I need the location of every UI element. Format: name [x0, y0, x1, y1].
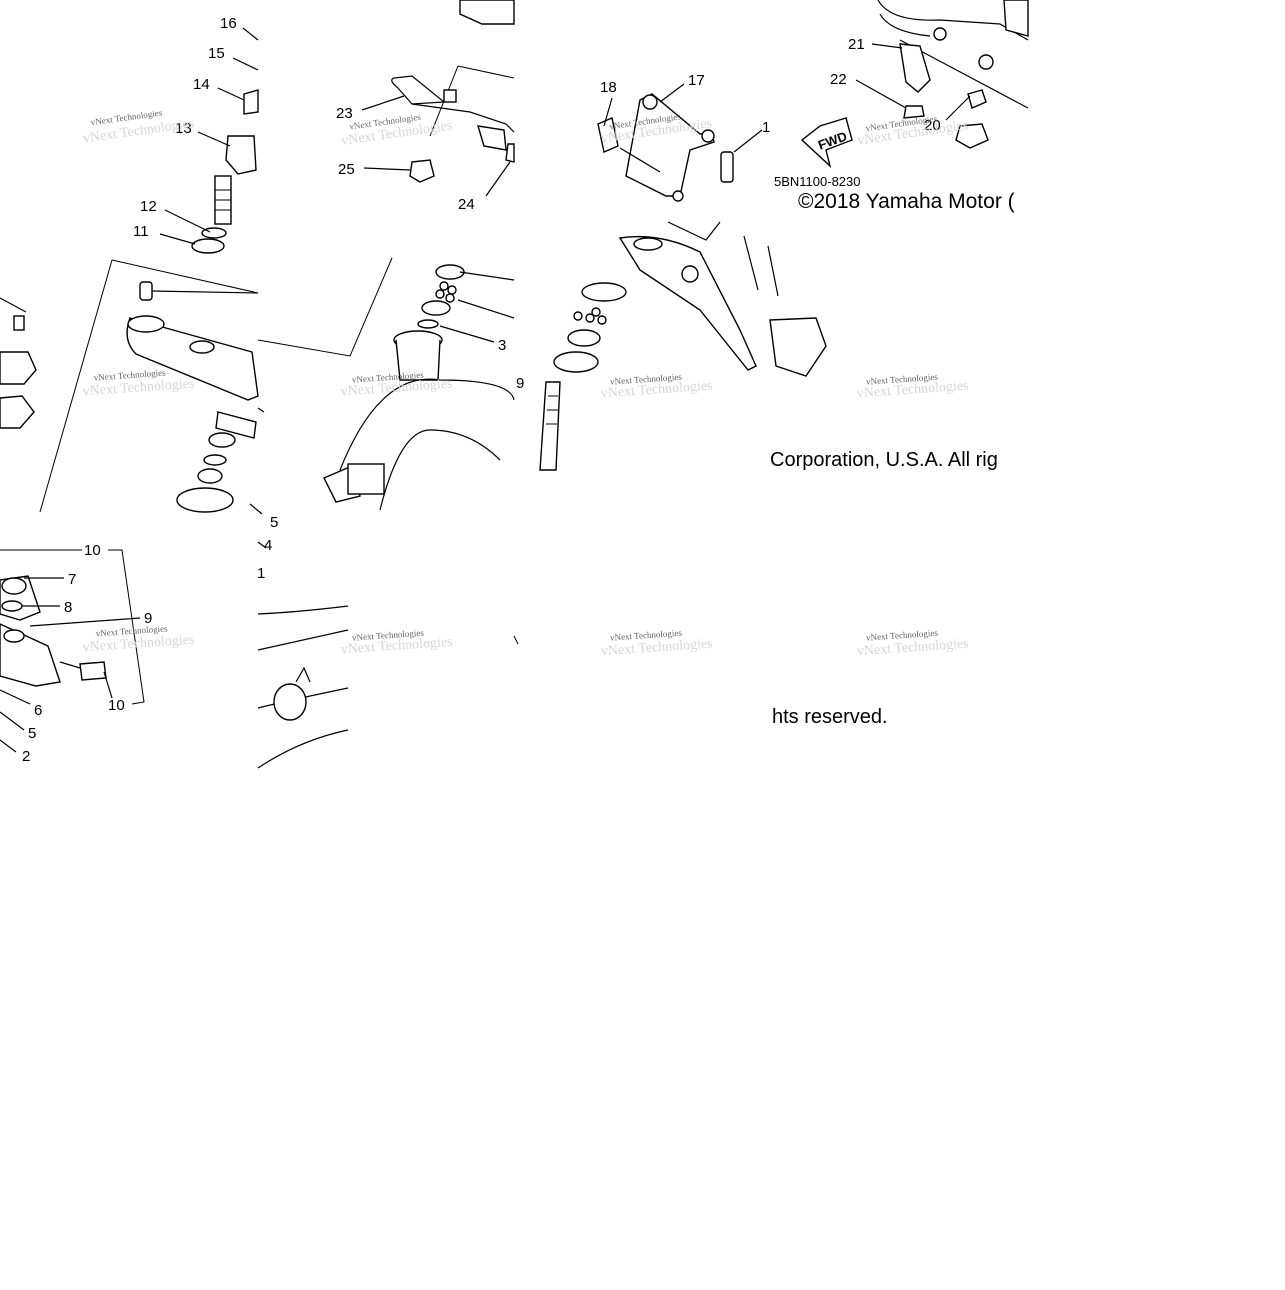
tile-bracket-lower-stem: 18 17 1	[539, 72, 770, 471]
washer	[191, 238, 225, 254]
callout-12: 12	[140, 198, 157, 215]
bolt	[79, 661, 107, 681]
copyright-line-1: ©2018 Yamaha Motor (	[798, 190, 1015, 213]
callout-13: 13	[175, 120, 192, 137]
callout-11: 11	[133, 223, 149, 240]
steering-stem	[539, 381, 561, 471]
nut	[208, 432, 236, 448]
bearing	[435, 264, 465, 280]
callout-9: 9	[516, 375, 524, 392]
callout-1-lower: 1	[257, 565, 265, 582]
callout-10-top: 10	[84, 542, 101, 559]
tile-front-fork-crown: FWD 21 22 20	[743, 0, 1029, 377]
callout-10-bottom: 10	[108, 697, 125, 714]
callout-14: 14	[193, 76, 210, 93]
callout-5-lower: 5	[28, 725, 36, 742]
callout-20: 20	[924, 117, 941, 134]
tile-frame-lower	[257, 605, 519, 769]
bolt	[903, 105, 925, 119]
bolt	[139, 281, 153, 301]
callout-18: 18	[600, 79, 617, 96]
callout-17: 17	[688, 72, 705, 89]
nut	[955, 123, 989, 149]
bolt	[720, 151, 734, 183]
rubber-damper	[597, 117, 619, 153]
bearing-race	[581, 282, 627, 302]
clip	[899, 43, 931, 93]
copyright-line-3: hts reserved.	[772, 706, 888, 728]
pipe-end	[273, 683, 307, 721]
bearing-race	[176, 487, 234, 513]
lower-bracket	[618, 235, 757, 371]
stay-bracket	[625, 93, 715, 197]
callout-21: 21	[848, 36, 865, 53]
tile-steering-stem-upper: 16 15 14 13 12 11 5	[0, 15, 278, 531]
callout-24: 24	[458, 196, 475, 213]
fork-clamp	[769, 317, 827, 377]
callout-3: 3	[498, 337, 506, 354]
callout-5: 5	[270, 514, 278, 531]
tile-cable-guide-headpipe: 23 25 24 3 9	[257, 0, 524, 511]
callout-8: 8	[64, 599, 72, 616]
watermarks: vNext Technologies vNext Technologies vN…	[82, 107, 969, 659]
callout-1: 1	[762, 119, 770, 136]
callout-4: 4	[264, 537, 272, 554]
callout-25: 25	[338, 161, 355, 178]
copyright-line-2: Corporation, U.S.A. All rig	[770, 449, 998, 471]
cap-nut	[1, 577, 27, 595]
callout-23: 23	[336, 105, 353, 122]
cap	[243, 89, 259, 115]
callout-15: 15	[208, 45, 225, 62]
callout-16: 16	[220, 15, 237, 32]
forward-direction-arrow: FWD	[800, 117, 853, 169]
callout-6: 6	[34, 702, 42, 719]
callout-9-lower: 9	[144, 610, 152, 627]
washer	[1, 600, 23, 612]
nut	[409, 159, 435, 183]
handle-holder	[225, 135, 257, 175]
callout-22: 22	[830, 71, 847, 88]
diagram-code: 5BN1100-8230	[774, 174, 861, 189]
callout-2: 2	[22, 748, 30, 765]
callout-7: 7	[68, 571, 76, 588]
tile-handle-crown-parts: 10 7 8 9 10 6 5 2 4 1	[0, 537, 272, 765]
